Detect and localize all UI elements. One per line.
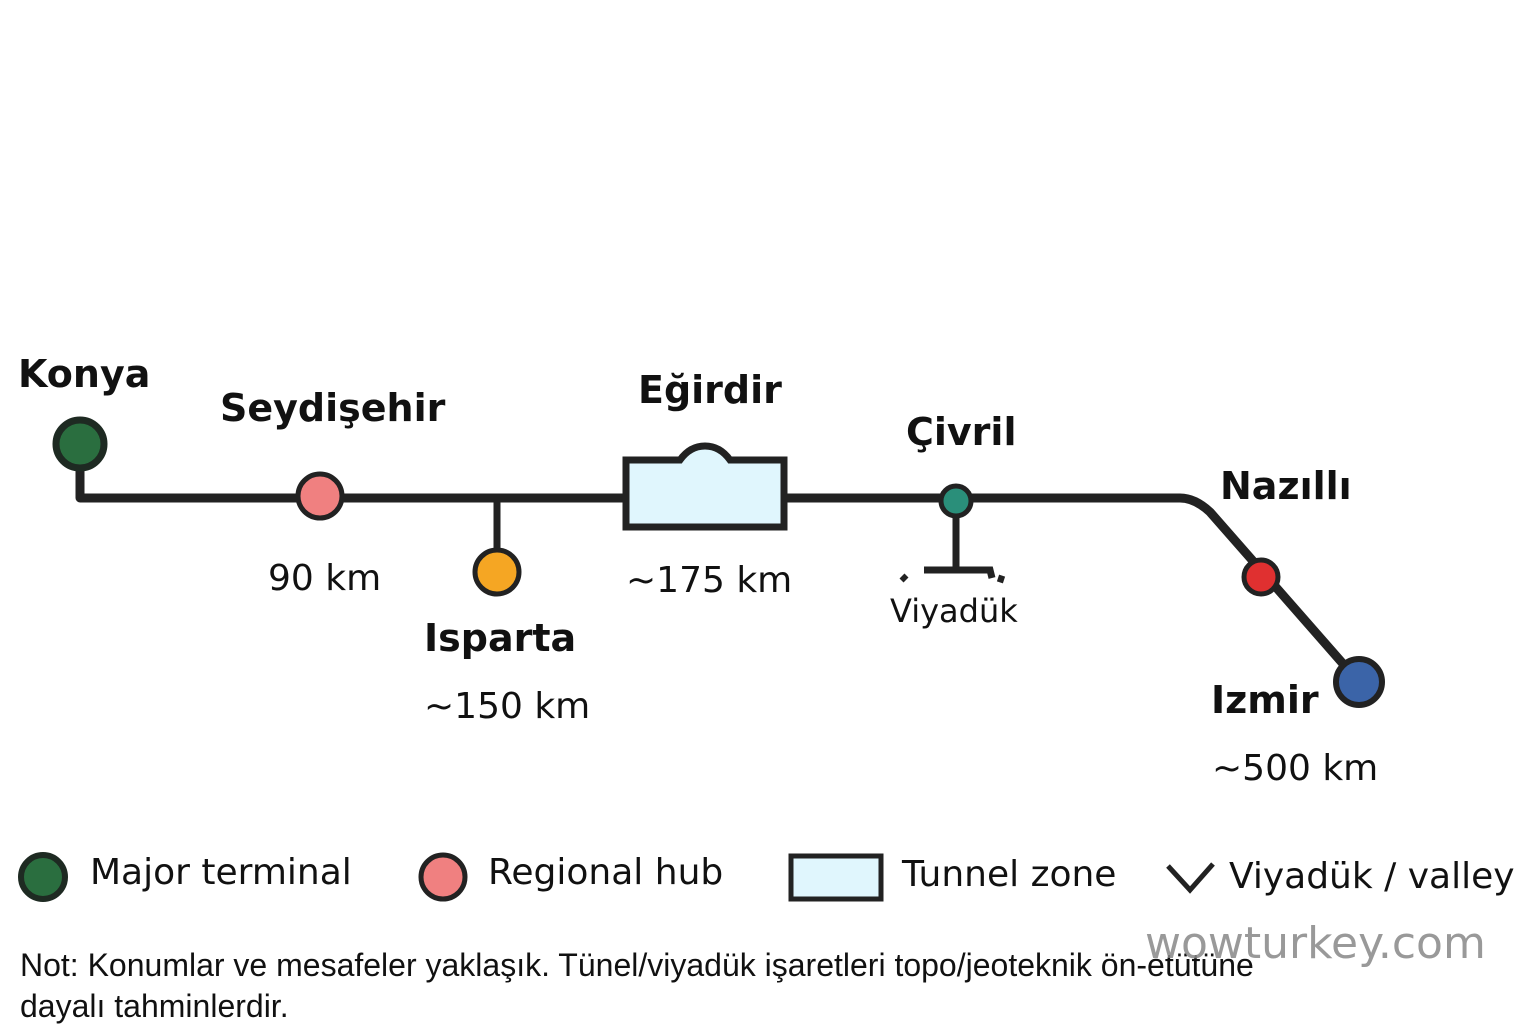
station-isparta [472, 547, 522, 597]
label-civril: Çivril [906, 410, 1017, 454]
station-seydisehir [295, 471, 345, 521]
distance-izmir: ~500 km [1212, 748, 1379, 789]
legend-regional-hub-icon [418, 852, 468, 902]
legend-tunnel-zone-icon [788, 853, 884, 902]
distance-isparta: ~150 km [424, 686, 591, 727]
legend-viaduct-icon [1166, 862, 1215, 894]
route-line [75, 444, 1363, 685]
station-konya [52, 416, 108, 472]
distance-seydisehir: 90 km [268, 558, 382, 599]
legend-major-terminal-icon [18, 852, 68, 902]
label-seydisehir: Seydişehir [220, 386, 446, 430]
label-viyaduk: Viyadük [890, 592, 1018, 630]
station-nazilli [1241, 557, 1281, 597]
label-isparta: Isparta [424, 616, 577, 660]
legend-regional-hub: Regional hub [488, 852, 724, 893]
legend-major-terminal: Major terminal [90, 852, 352, 893]
note-line-1: Not: Konumlar ve mesafeler yaklaşık. Tün… [20, 947, 1254, 983]
station-izmir [1333, 656, 1385, 708]
legend-tunnel-zone: Tunnel zone [902, 854, 1117, 895]
watermark: wowturkey.com [1145, 918, 1486, 969]
label-nazilli: Nazıllı [1220, 464, 1352, 508]
legend-viaduct: Viyadük / valley [1229, 856, 1515, 897]
note-line-2: dayalı tahminlerdir. [20, 988, 289, 1024]
label-konya: Konya [18, 352, 151, 396]
tunnel-zone [622, 442, 788, 531]
label-izmir: Izmir [1211, 678, 1319, 722]
viaduct-stem [899, 501, 1006, 584]
label-egirdir: Eğirdir [638, 368, 782, 412]
station-civril [938, 483, 974, 519]
distance-egirdir: ~175 km [626, 560, 793, 601]
